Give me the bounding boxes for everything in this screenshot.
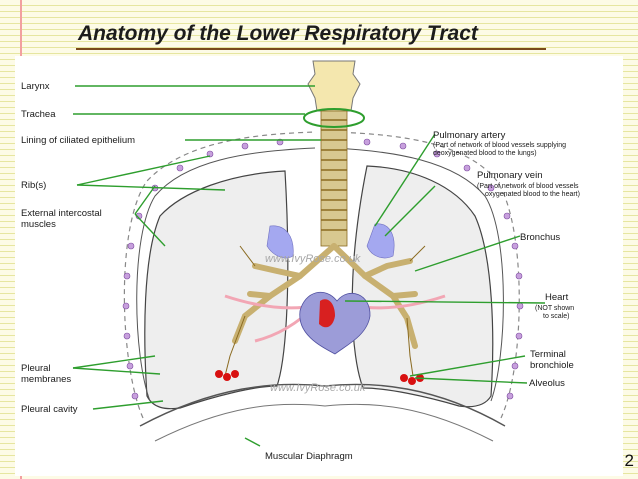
label-diaphragm: Muscular Diaphragm <box>265 451 353 462</box>
label-pulmonary-artery-note-2: deoxygenated blood to the lungs) <box>433 150 537 157</box>
respiratory-diagram-svg: www.IvyRose.co.uk www.IvyRose.co.uk Lary… <box>21 60 580 462</box>
label-pleural-cavity: Pleural cavity <box>21 404 78 415</box>
label-trachea: Trachea <box>21 109 56 120</box>
alveoli-left <box>215 370 239 381</box>
larynx-shape <box>307 60 361 112</box>
heart-shape <box>299 291 371 355</box>
right-pulmonary-vein <box>366 223 395 259</box>
trachea-highlight-ring <box>303 108 365 128</box>
label-pulmonary-vein-note-1: (Part of network of blood vessels <box>477 183 579 190</box>
label-external-intercostal-1: External intercostal <box>21 208 102 219</box>
label-pleural-membranes-1: Pleural <box>21 363 51 374</box>
watermark-bottom: www.IvyRose.co.uk <box>270 382 366 394</box>
label-heart-note-1: (NOT shown <box>535 305 574 312</box>
rib-dots <box>122 138 524 400</box>
label-terminal-bronchiole-1: Terminal <box>530 349 566 360</box>
label-larynx: Larynx <box>21 81 50 92</box>
diaphragm <box>139 383 506 427</box>
watermark-top: www.IvyRose.co.uk <box>265 253 361 265</box>
label-lining: Lining of ciliated epithelium <box>21 135 135 146</box>
trachea-rings <box>321 119 347 231</box>
label-pulmonary-artery: Pulmonary artery <box>433 130 506 141</box>
label-alveolus: Alveolus <box>529 378 565 389</box>
page-number: 2 <box>624 451 634 470</box>
label-heart-note-2: to scale) <box>543 313 569 320</box>
label-ribs: Rib(s) <box>21 180 46 191</box>
pleural-outline <box>136 147 504 402</box>
left-pulmonary-vein <box>266 225 294 259</box>
label-pulmonary-vein: Pulmonary vein <box>477 170 542 181</box>
label-pulmonary-artery-note-1: (Part of network of blood vessels supply… <box>433 142 566 149</box>
label-pulmonary-vein-note-2: oxygenated blood to the heart) <box>485 191 580 198</box>
heart-chamber <box>319 299 335 328</box>
rib-cage-outline <box>123 131 520 419</box>
respiratory-diagram: www.IvyRose.co.uk www.IvyRose.co.uk Lary… <box>15 56 623 476</box>
right-lung <box>351 165 494 408</box>
label-heart: Heart <box>545 292 569 303</box>
trachea-shape <box>320 110 348 247</box>
label-bronchus: Bronchus <box>520 232 560 243</box>
label-external-intercostal-2: muscles <box>21 219 56 230</box>
label-pleural-membranes-2: membranes <box>21 374 71 385</box>
label-terminal-bronchiole-2: bronchiole <box>530 360 574 371</box>
slide-title: Anatomy of the Lower Respiratory Tract <box>78 22 478 45</box>
bronchial-branch-lines <box>224 245 426 377</box>
diaphragm-lower <box>154 403 494 442</box>
left-lung <box>144 170 289 410</box>
title-underline <box>76 48 546 50</box>
pointer-lines <box>72 85 546 447</box>
